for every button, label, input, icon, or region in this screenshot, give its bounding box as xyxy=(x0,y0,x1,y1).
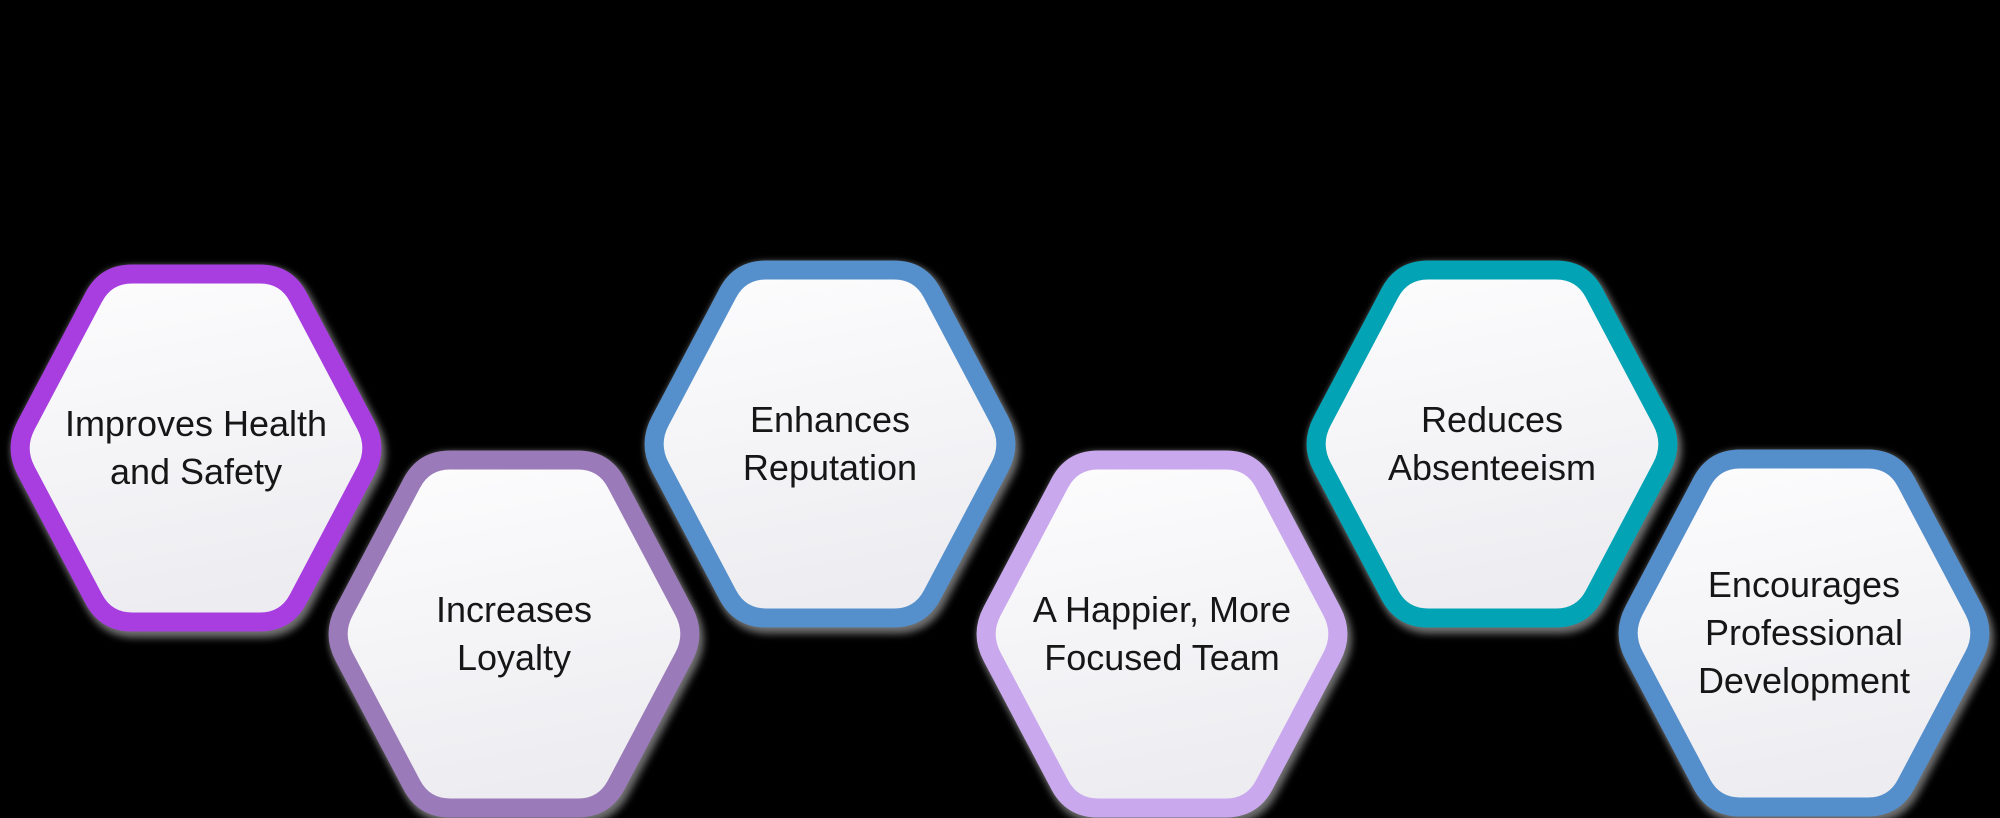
hexagon-outline xyxy=(1306,260,1678,628)
hexagon-outline xyxy=(10,264,382,632)
hexagon-shape xyxy=(328,450,700,818)
hexagon-shape xyxy=(644,260,1016,628)
hexagon-shape xyxy=(976,450,1348,818)
hexagon-shape xyxy=(1306,260,1678,628)
hexagon-encourages-professional-development: Encourages Professional Development xyxy=(1604,443,2000,818)
hexagon-shape xyxy=(10,264,382,632)
hexagon-outline xyxy=(644,260,1016,628)
hexagon-outline xyxy=(328,450,700,818)
hexagon-outline xyxy=(1618,449,1990,817)
hexagon-outline xyxy=(976,450,1348,818)
hexagon-shape xyxy=(1618,449,1990,817)
